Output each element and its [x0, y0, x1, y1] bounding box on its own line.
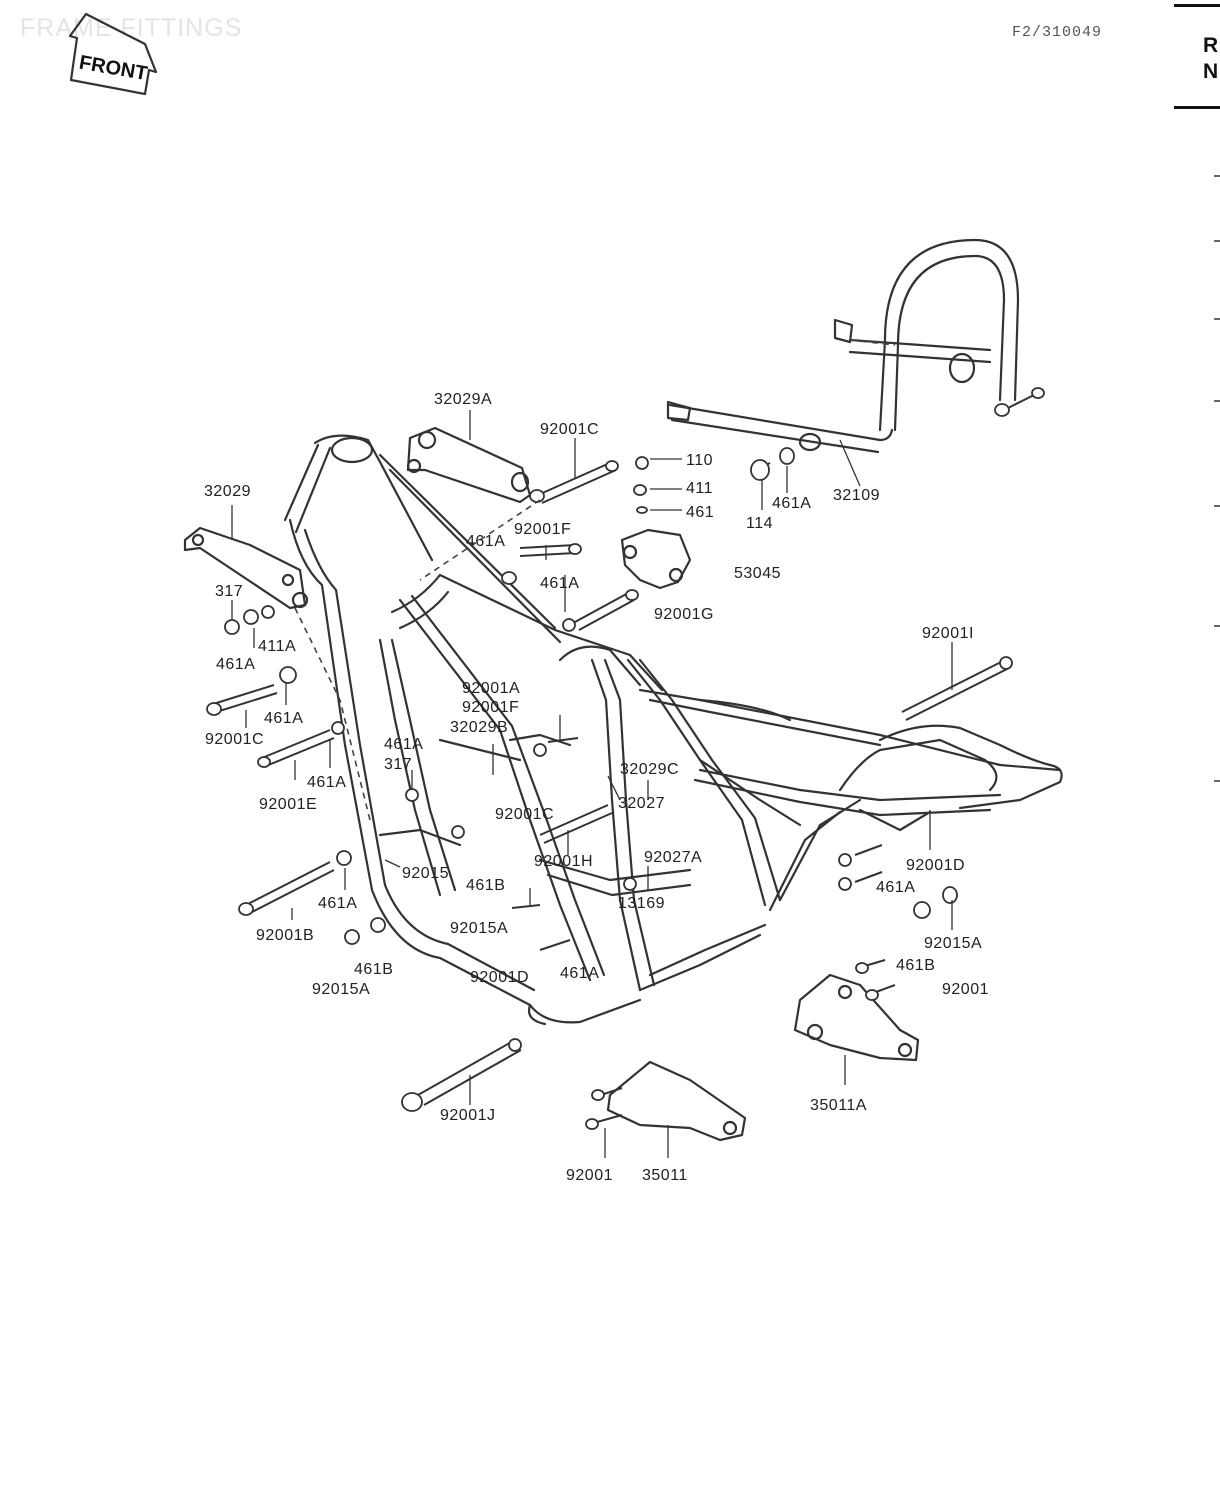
callout-32027: 32027	[618, 795, 665, 812]
bracket-32029	[183, 526, 309, 610]
edge-mark	[1214, 175, 1220, 177]
callout-92001a: 92001A	[462, 680, 520, 697]
callout-461a-mid: 461A	[540, 575, 579, 592]
callout-35011: 35011	[642, 1167, 688, 1184]
diagram-code: F2/310049	[1012, 24, 1103, 41]
callout-461a-upper: 461A	[466, 533, 505, 550]
callout-411a: 411A	[258, 638, 296, 655]
callout-461b-center: 461B	[466, 877, 505, 894]
edge-mark	[1214, 318, 1220, 320]
front-label: FRONT	[77, 52, 149, 86]
callout-461a-center2: 461A	[307, 774, 346, 791]
callout-461a-right: 461A	[772, 495, 811, 512]
callout-13169: 13169	[618, 895, 665, 912]
edge-mark	[1214, 505, 1220, 507]
assembly-centerlines	[294, 339, 896, 821]
edge-mark	[1214, 780, 1220, 782]
engine-mount-35011a	[793, 973, 920, 1062]
front-arrow-icon: FRONT	[68, 12, 158, 96]
callout-92001d-center: 92001D	[470, 969, 529, 986]
callout-317-upper: 317	[215, 583, 243, 600]
callout-92001c-left: 92001C	[205, 731, 264, 748]
callout-92015a-center: 92015A	[450, 920, 508, 937]
callout-92001f-mid: 92001F	[462, 699, 519, 716]
callout-92001-bottom: 92001	[566, 1167, 613, 1184]
callout-32029b: 32029B	[450, 719, 508, 736]
main-frame	[283, 434, 1063, 1026]
callout-92015a-left: 92015A	[312, 981, 370, 998]
callout-92001e: 92001E	[259, 796, 317, 813]
callout-461a-right-lower: 461A	[876, 879, 915, 896]
leader-lines	[231, 410, 953, 1158]
engine-mount-35011	[606, 1060, 747, 1142]
edge-mark	[1214, 240, 1220, 242]
bracket-53045	[620, 528, 692, 590]
callout-92001h: 92001H	[534, 853, 593, 870]
callout-411: 411	[686, 480, 713, 497]
part-callouts: 32029A 92001C 110 411 461 461A 114 32109…	[204, 391, 989, 1184]
callout-92001j: 92001J	[440, 1107, 496, 1124]
callout-110: 110	[686, 452, 713, 469]
callout-461: 461	[686, 504, 714, 521]
bolts	[206, 387, 1045, 1130]
right-header-letter-1: R	[1203, 34, 1219, 57]
nuts-washers	[224, 403, 1010, 945]
callout-92015a-right: 92015A	[924, 935, 982, 952]
callout-92001b: 92001B	[256, 927, 314, 944]
callout-92001i: 92001I	[922, 625, 974, 642]
callout-32109: 32109	[833, 487, 880, 504]
rear-loop-32109	[666, 238, 1020, 454]
right-header-bottom-rule	[1174, 106, 1220, 109]
callout-53045: 53045	[734, 565, 781, 582]
edge-mark	[1214, 625, 1220, 627]
callout-92001g: 92001G	[654, 606, 714, 623]
callout-32029a: 32029A	[434, 391, 492, 408]
callout-461a-left2: 461A	[264, 710, 303, 727]
bracket-32029a	[406, 426, 532, 504]
callout-114: 114	[746, 515, 773, 532]
callout-92001c-center: 92001C	[495, 806, 554, 823]
callout-92001f-top: 92001F	[514, 521, 571, 538]
callout-461a-left: 461A	[216, 656, 255, 673]
right-header-letter-2: N	[1203, 60, 1219, 83]
edge-mark	[1214, 400, 1220, 402]
callout-92015: 92015	[402, 865, 449, 882]
callout-35011a: 35011A	[810, 1097, 867, 1114]
callout-461a-center: 461A	[384, 736, 423, 753]
callout-32029c: 32029C	[620, 761, 679, 778]
callout-461a-lower: 461A	[560, 965, 599, 982]
callout-317-lower: 317	[384, 756, 412, 773]
callout-92001c-top: 92001C	[540, 421, 599, 438]
callout-32029: 32029	[204, 483, 251, 500]
right-header-top-rule	[1174, 4, 1220, 7]
callout-461a-lowleft: 461A	[318, 895, 357, 912]
callout-92001-right: 92001	[942, 981, 989, 998]
callout-92001d-right: 92001D	[906, 857, 965, 874]
callout-92027a: 92027A	[644, 849, 702, 866]
callout-461b-left: 461B	[354, 961, 393, 978]
callout-461b-right: 461B	[896, 957, 935, 974]
